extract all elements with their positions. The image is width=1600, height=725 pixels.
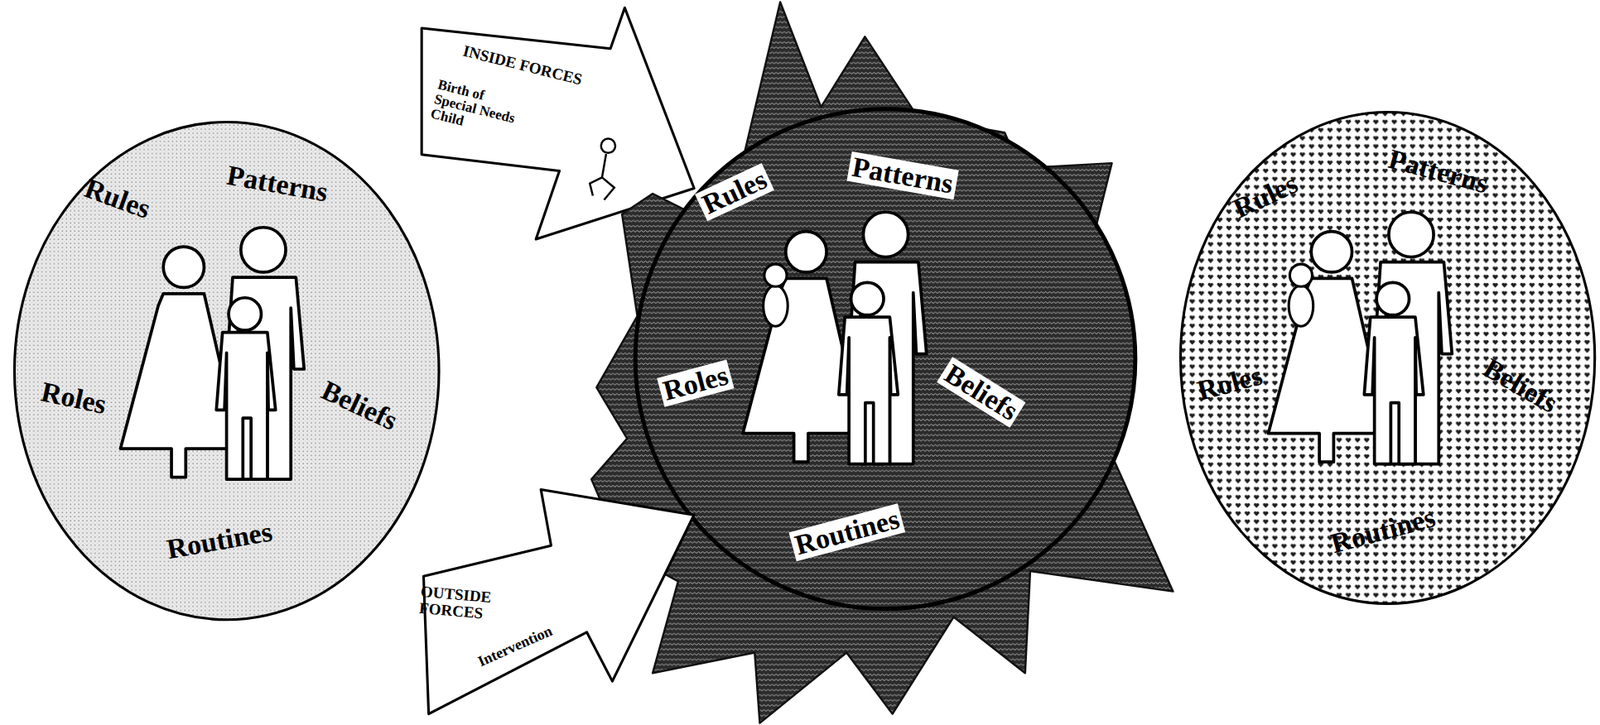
disrupted-family-figures: [742, 212, 927, 464]
baby-head: [764, 264, 787, 287]
baby-body: [763, 285, 789, 327]
family-system-ellipse-shape: [14, 122, 439, 621]
baby-body: [1288, 285, 1314, 327]
disrupted-family-starburst-outline: [586, 0, 1176, 725]
icon-head: [601, 139, 616, 154]
disrupted-family-starburst: RulesPatternsRolesBeliefsRoutines: [586, 0, 1176, 725]
baby-head: [1289, 264, 1312, 287]
baby-figure: [763, 264, 789, 327]
disrupted-family-starburst-shape: [636, 109, 1137, 610]
adapted-family-ellipse-shape: [1180, 112, 1596, 605]
icon-body: [589, 154, 615, 200]
disrupted-family-starburst-shape: [592, 1, 1174, 723]
baby-figure: [1288, 264, 1314, 327]
outside-force-arrow: OUTSIDE FORCESIntervention: [421, 487, 698, 718]
adapted-family-ellipse: RulesPatternsRolesBeliefsRoutines: [1178, 110, 1597, 607]
kneeling-child-icon: [589, 139, 616, 201]
original-family-figures: [120, 227, 304, 480]
family-system-ellipse: RulesPatternsRolesBeliefsRoutines: [12, 120, 442, 622]
adapted-family-figures: [1268, 212, 1453, 464]
